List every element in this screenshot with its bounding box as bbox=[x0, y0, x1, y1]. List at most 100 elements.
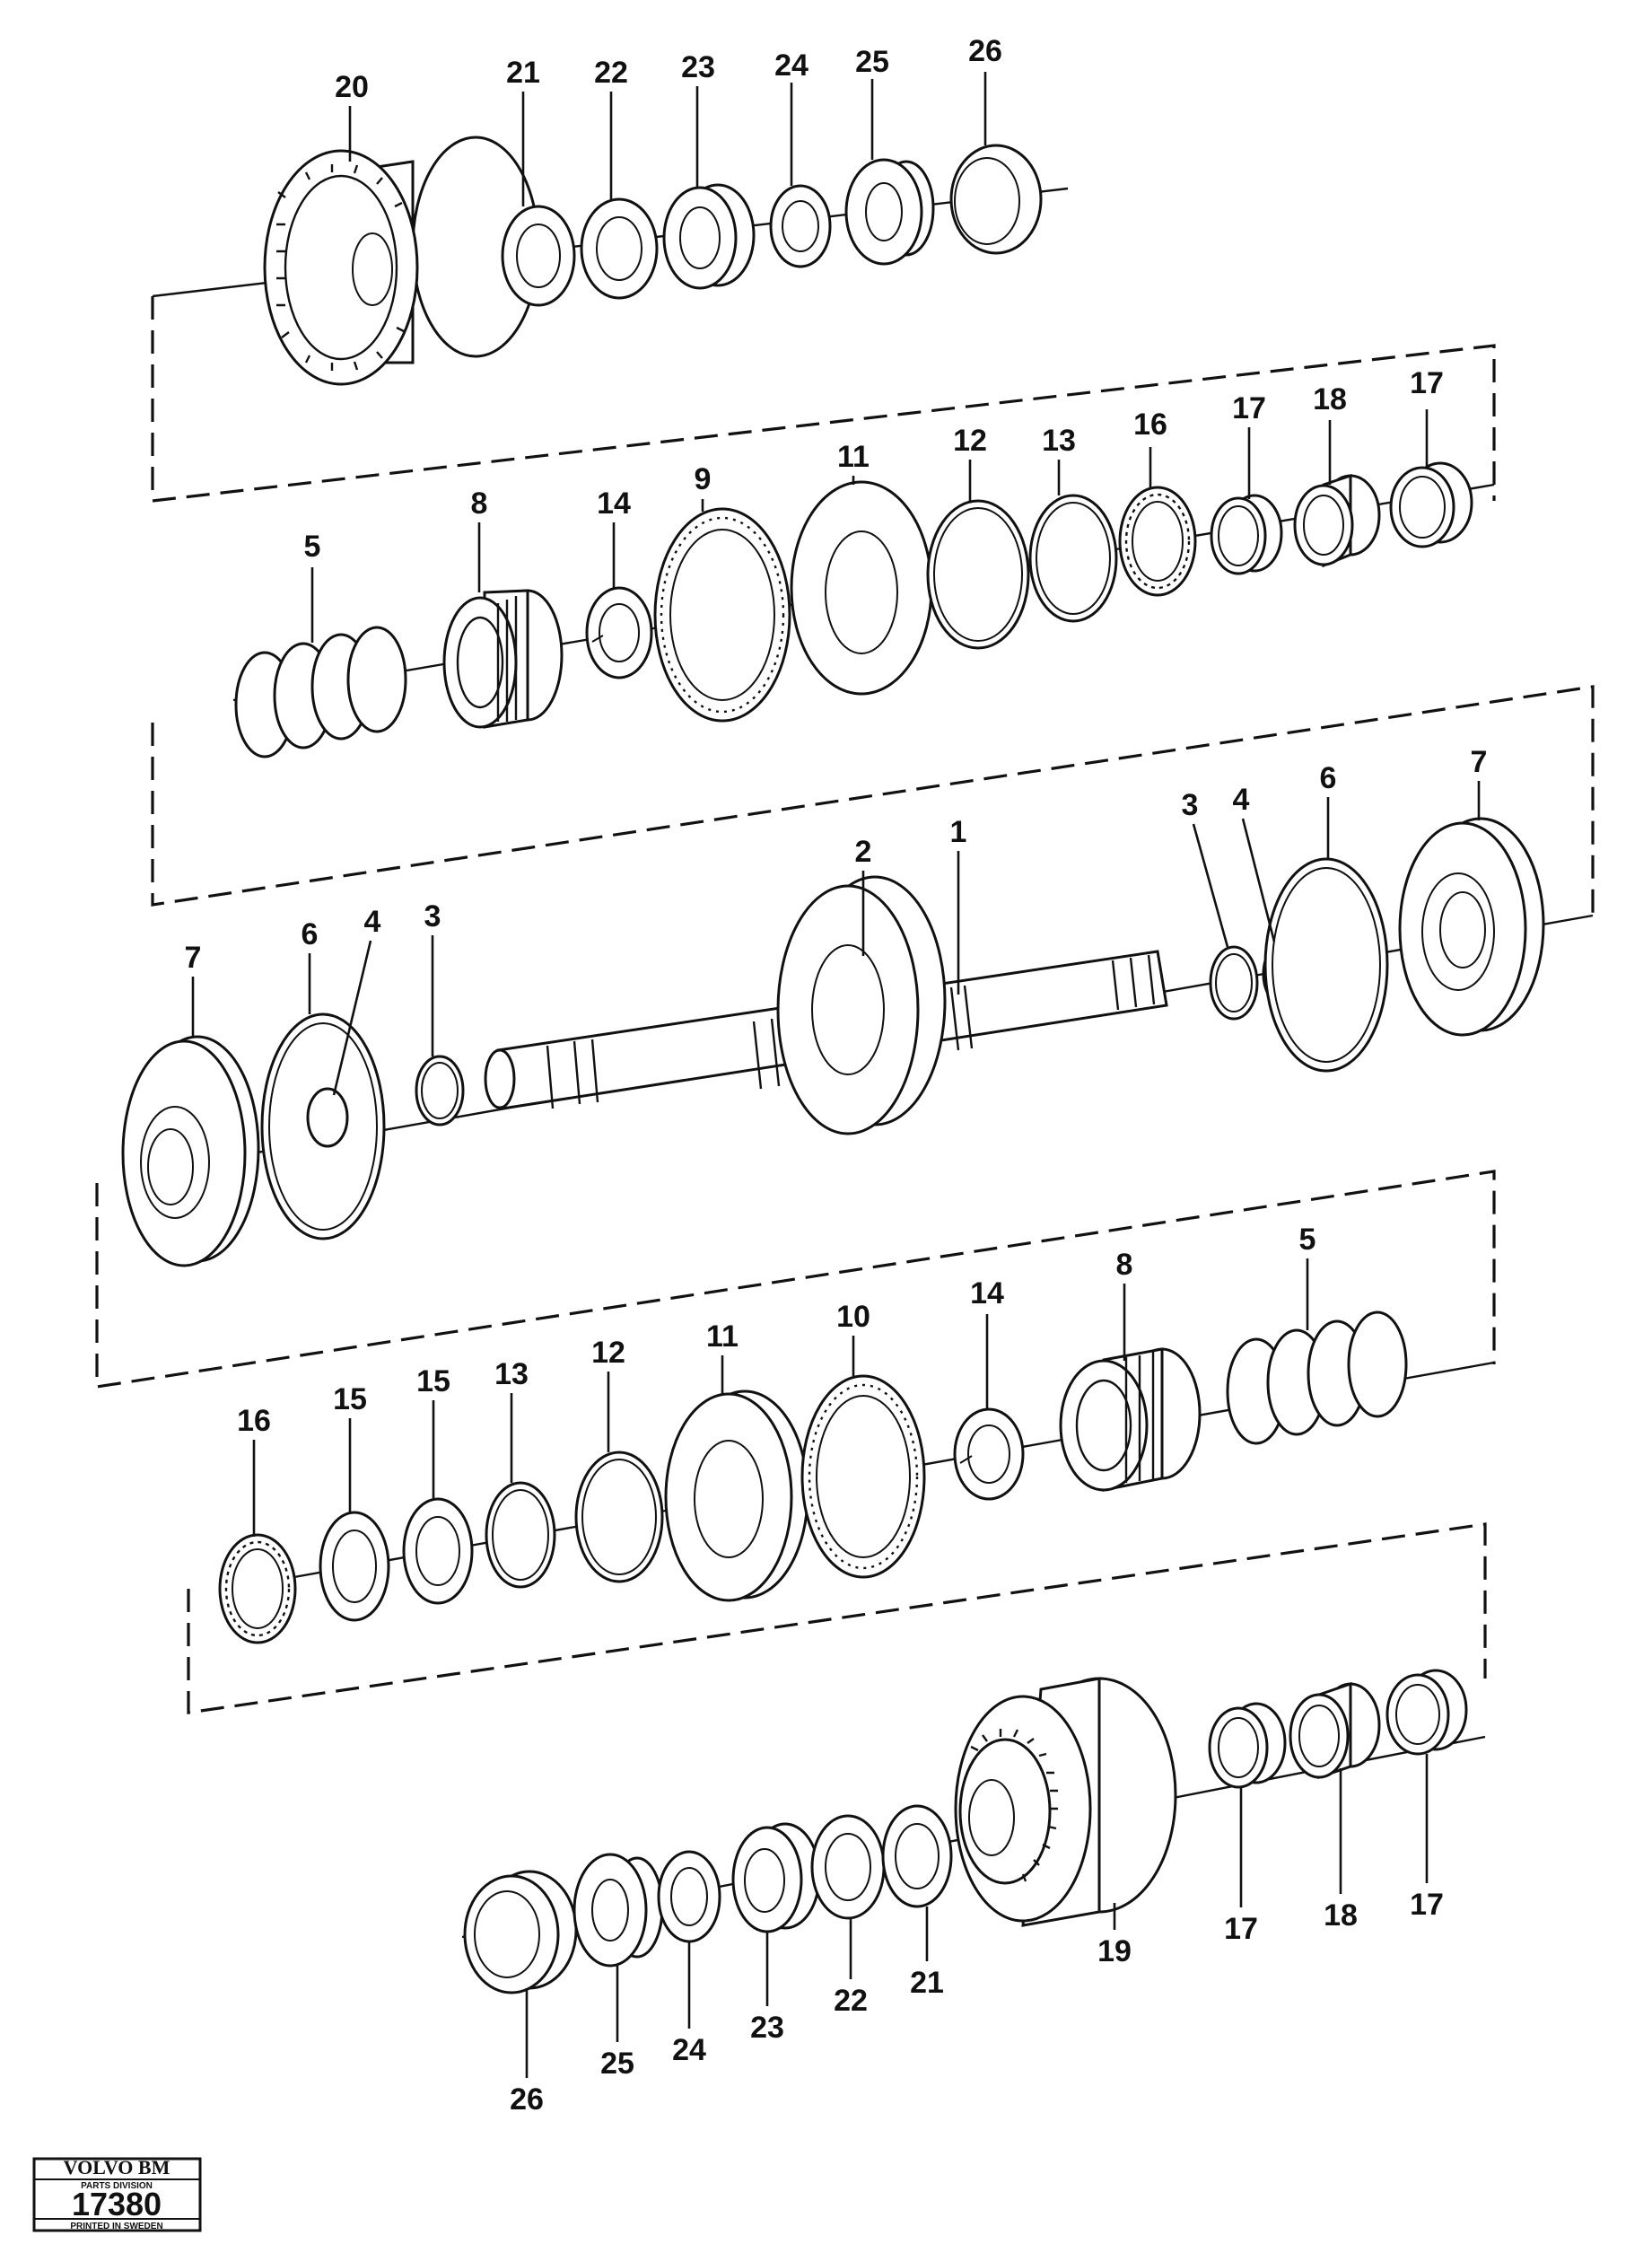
part-21-washer-lower bbox=[881, 1804, 953, 1908]
callout-17-lower-b: 17 bbox=[1410, 1888, 1444, 1922]
part-10-disc bbox=[800, 1374, 926, 1579]
callout-3-left: 3 bbox=[424, 899, 441, 934]
part-25-bearing-lower bbox=[573, 1853, 664, 1968]
callout-12-upper: 12 bbox=[953, 424, 987, 458]
row-5-assembly: 26 25 24 23 22 21 19 17 18 17 bbox=[461, 1669, 1486, 2117]
callout-12-lower: 12 bbox=[591, 1336, 625, 1370]
callout-19: 19 bbox=[1097, 1934, 1132, 1968]
callout-18-upper: 18 bbox=[1313, 382, 1347, 416]
callout-18-lower: 18 bbox=[1324, 1898, 1358, 1933]
callout-24: 24 bbox=[774, 48, 809, 83]
part-21-washer bbox=[501, 205, 576, 307]
part-11-piston bbox=[790, 480, 933, 696]
part-20-drum-gear bbox=[263, 136, 540, 386]
part-18-sleeve-upper bbox=[1293, 473, 1381, 568]
callout-21: 21 bbox=[506, 56, 540, 90]
dashed-link-frame-1 bbox=[151, 296, 1496, 503]
callout-1: 1 bbox=[950, 815, 967, 849]
part-19-drum-gear bbox=[954, 1677, 1177, 1927]
part-12-ring bbox=[926, 499, 1030, 650]
stamp-brand: VOLVO BM bbox=[64, 2156, 170, 2178]
callout-16-lower: 16 bbox=[237, 1404, 271, 1438]
part-13-ring bbox=[1028, 494, 1118, 623]
stamp-printed: PRINTED IN SWEDEN bbox=[70, 2222, 162, 2231]
part-23-ring-lower bbox=[731, 1822, 821, 1933]
volvo-bm-stamp: VOLVO BM PARTS DIVISION 17380 PRINTED IN… bbox=[32, 2156, 202, 2232]
callout-4-left: 4 bbox=[364, 905, 381, 939]
part-2-gear bbox=[776, 875, 947, 1135]
callout-24-lower: 24 bbox=[672, 2033, 706, 2067]
part-15-washer-a bbox=[319, 1511, 390, 1622]
part-14-split-ring-lower bbox=[953, 1407, 1025, 1501]
part-13-ring-lower bbox=[485, 1481, 556, 1589]
part-26-cup bbox=[949, 144, 1043, 255]
part-17-bushing-lower-a bbox=[1208, 1702, 1287, 1789]
part-9-disc bbox=[653, 507, 791, 723]
callout-17-lower-a: 17 bbox=[1224, 1912, 1258, 1946]
part-22-washer-lower bbox=[810, 1814, 886, 1920]
stamp-division: PARTS DIVISION bbox=[81, 2181, 153, 2191]
callout-3-right: 3 bbox=[1182, 788, 1199, 822]
callout-21-lower: 21 bbox=[910, 1966, 944, 2000]
callout-14-lower: 14 bbox=[970, 1276, 1004, 1310]
part-15-washer-b bbox=[402, 1497, 474, 1605]
callout-8-upper: 8 bbox=[471, 486, 488, 521]
callout-26-lower: 26 bbox=[510, 2082, 544, 2117]
callout-11-lower: 11 bbox=[706, 1319, 739, 1354]
callout-6-left: 6 bbox=[302, 917, 319, 951]
callout-25-lower: 25 bbox=[600, 2047, 634, 2081]
part-12-ring-lower bbox=[574, 1451, 664, 1583]
callout-7-right: 7 bbox=[1471, 745, 1488, 779]
callout-13-lower: 13 bbox=[494, 1357, 529, 1391]
dashed-link-frame-4 bbox=[187, 1522, 1487, 1714]
callout-23-lower: 23 bbox=[750, 2011, 784, 2045]
callout-5-lower: 5 bbox=[1299, 1223, 1316, 1257]
callout-9: 9 bbox=[695, 462, 712, 496]
part-3-ring-right bbox=[1209, 945, 1259, 1021]
callout-6-right: 6 bbox=[1320, 761, 1337, 795]
part-17-bushing-lower-b bbox=[1385, 1669, 1468, 1756]
part-18-sleeve-lower bbox=[1289, 1681, 1381, 1780]
callout-2: 2 bbox=[855, 835, 872, 869]
callout-11-upper: 11 bbox=[837, 440, 870, 474]
callout-17-upper-a: 17 bbox=[1232, 391, 1266, 425]
part-8-spline-hub-lower bbox=[1059, 1347, 1202, 1492]
part-24-washer bbox=[769, 184, 832, 268]
callout-14-upper: 14 bbox=[597, 486, 631, 521]
part-16-needle-bearing-lower bbox=[218, 1533, 297, 1644]
callout-22: 22 bbox=[594, 56, 628, 90]
row-2-assembly: 5 8 14 9 11 12 13 16 17 18 17 bbox=[232, 366, 1495, 758]
part-5-springs-lower bbox=[1226, 1310, 1408, 1445]
callout-13-upper: 13 bbox=[1042, 424, 1076, 458]
part-25-bearing bbox=[844, 158, 935, 266]
row-3-main-shaft: 7 6 4 3 2 1 3 4 6 7 bbox=[121, 745, 1594, 1267]
part-11-piston-lower bbox=[664, 1389, 809, 1602]
callout-17-upper-b: 17 bbox=[1410, 366, 1444, 400]
part-22-washer bbox=[580, 197, 659, 300]
callout-22-lower: 22 bbox=[834, 1984, 868, 2018]
part-8-spline-hub bbox=[442, 589, 564, 729]
callout-5-upper: 5 bbox=[304, 530, 321, 564]
part-23-ring bbox=[662, 183, 756, 290]
part-17-bushing-upper-a bbox=[1210, 494, 1283, 575]
dashed-link-frame-3 bbox=[95, 1170, 1496, 1389]
part-5-springs bbox=[234, 626, 407, 758]
callout-16-upper: 16 bbox=[1133, 408, 1167, 442]
row-1-assembly: 20 21 22 23 24 25 26 bbox=[152, 34, 1069, 386]
callout-7-left: 7 bbox=[185, 941, 202, 975]
part-14-split-ring bbox=[585, 586, 653, 679]
callout-23: 23 bbox=[681, 50, 715, 84]
callout-10: 10 bbox=[836, 1300, 870, 1334]
part-6-disc-right bbox=[1263, 857, 1389, 1073]
part-7-drum-right bbox=[1398, 817, 1545, 1037]
part-16-needle-bearing bbox=[1118, 486, 1197, 597]
row-4-assembly: 16 15 15 13 12 11 10 14 8 5 bbox=[218, 1223, 1495, 1644]
callout-20: 20 bbox=[335, 70, 369, 104]
callout-25: 25 bbox=[855, 45, 889, 79]
callout-15-lower-a: 15 bbox=[333, 1382, 367, 1416]
stamp-number: 17380 bbox=[72, 2186, 162, 2222]
part-3-ring-left bbox=[415, 1055, 465, 1126]
callout-26: 26 bbox=[968, 34, 1002, 68]
part-17-bushing-upper-b bbox=[1389, 461, 1473, 548]
